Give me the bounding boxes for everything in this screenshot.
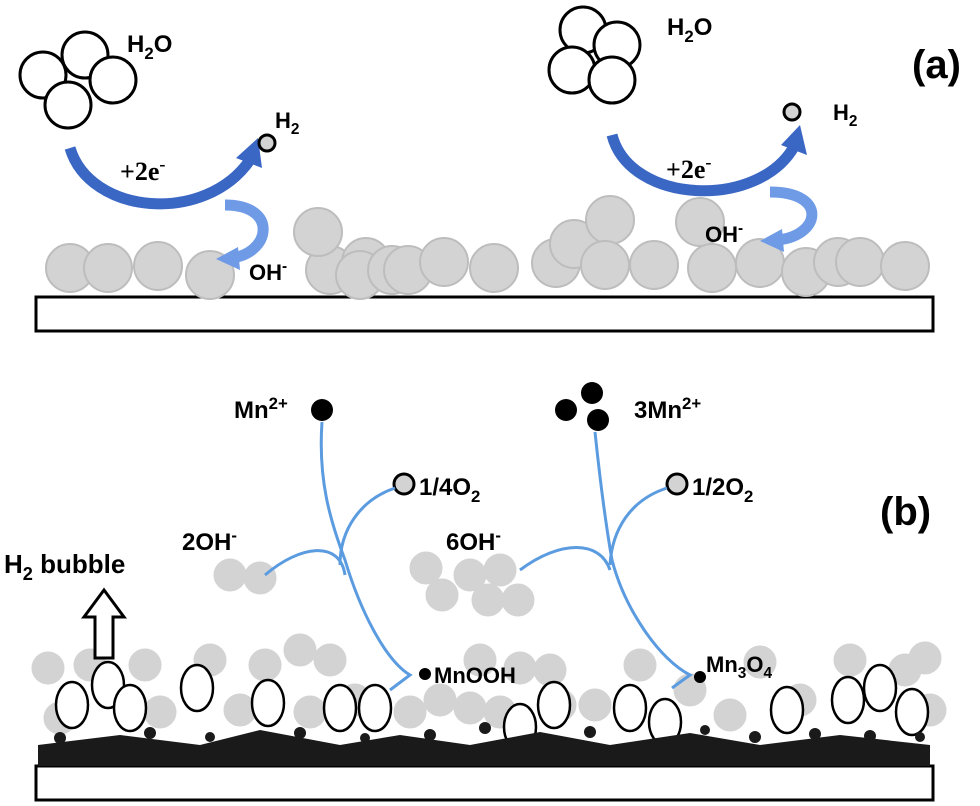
mn-ion-label-right: 3Mn2+ — [634, 394, 701, 424]
catalyst-particles-a — [45, 195, 930, 300]
hydroxide-label-right: OH- — [705, 220, 743, 247]
arrow-head-h2-left — [236, 138, 262, 168]
electron-transfer-arrow-left — [64, 146, 255, 210]
electron-label-left: +2e- — [120, 154, 165, 186]
mn-oxide-deposit — [38, 722, 930, 766]
mn3o4-particle — [694, 671, 706, 683]
panel-b: (b) — [4, 382, 947, 802]
background-particles-b — [31, 551, 947, 735]
electron-label-right: +2e- — [666, 152, 711, 184]
oxygen-label-left: 1/4O2 — [419, 474, 480, 506]
substrate-a — [34, 295, 935, 333]
panel-b-label: (b) — [880, 490, 931, 534]
substrate-b — [34, 764, 935, 802]
hydroxide-label-b-left: 2OH- — [182, 526, 237, 556]
mn-ion-cluster-right — [555, 382, 609, 431]
mn-ion-label-left: Mn2+ — [234, 394, 288, 424]
arrow-head-oh-left — [216, 247, 240, 270]
panel-a: (a) H2O H2 — [18, 5, 961, 333]
mn-ion-particle-left — [311, 399, 333, 421]
hydroxide-label-left: OH- — [249, 258, 287, 285]
oxygen-particle-right — [665, 472, 689, 496]
bubble-up-arrow — [81, 587, 127, 660]
mnooh-label: MnOOH — [434, 663, 516, 688]
arrow-head-h2-right — [781, 125, 807, 155]
hydroxide-label-b-right: 6OH- — [446, 526, 501, 556]
h2-bubbles — [54, 660, 930, 752]
hydroxide-arrow-left — [224, 199, 269, 264]
water-label-left: H2O — [127, 31, 172, 63]
reaction-lines-right — [519, 431, 693, 690]
h2-label-right: H2 — [833, 100, 857, 130]
h2-particle-right — [782, 102, 802, 122]
oxygen-label-right: 1/2O2 — [692, 474, 753, 506]
hydroxide-arrow-right — [769, 186, 818, 246]
electron-transfer-arrow-right — [606, 133, 800, 197]
h2-bubble-label: H2 bubble — [4, 549, 125, 584]
mn3o4-label: Mn3O4 — [706, 652, 772, 682]
panel-a-label: (a) — [912, 43, 961, 87]
oxygen-particle-left — [392, 472, 416, 496]
water-label-right: H2O — [667, 14, 712, 46]
arrow-head-oh-right — [760, 229, 784, 252]
water-molecule-left — [18, 30, 138, 130]
h2-label-left: H2 — [275, 108, 299, 138]
mnooh-particle — [419, 668, 431, 680]
reaction-lines-left — [264, 421, 413, 692]
h2-particle-left — [257, 133, 277, 153]
water-molecule-right — [547, 5, 642, 105]
